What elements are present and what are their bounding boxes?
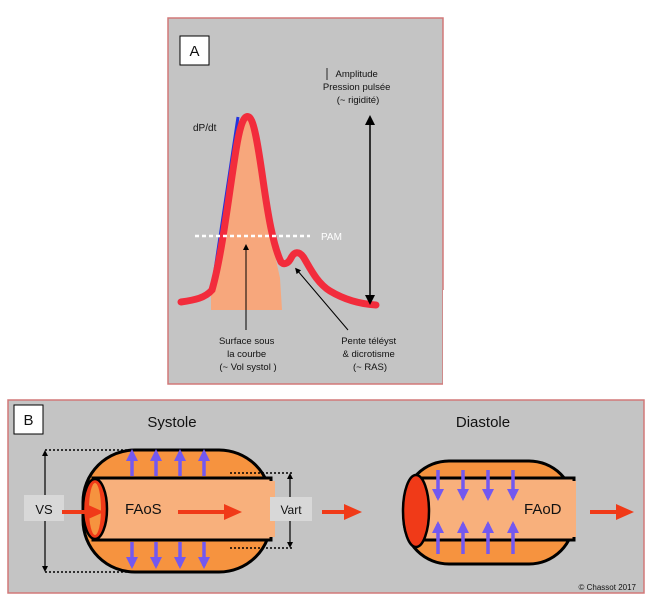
vart-box xyxy=(270,497,312,521)
surface-label: Surface sous la courbe (~ Vol systol ) xyxy=(219,336,277,373)
faos-label: FAoS xyxy=(125,501,162,518)
panel-a-background xyxy=(167,17,444,385)
diastole-title: Diastole xyxy=(456,414,510,431)
diastole-recoil-arrows xyxy=(432,470,519,554)
vs-box xyxy=(24,495,64,521)
pente-arrow xyxy=(295,267,349,331)
systole-vessel: VS Vart FAoS xyxy=(24,448,312,574)
vs-label: VS xyxy=(35,502,53,517)
pam-label: PAM xyxy=(321,232,342,243)
panel-b: B Systole Diastole VS Vart xyxy=(7,399,645,594)
panel-b-label: B xyxy=(23,412,33,429)
diastole-vessel: FAoD xyxy=(401,459,576,566)
vart-label: Vart xyxy=(280,503,302,517)
faod-label: FAoD xyxy=(524,501,562,518)
panel-a-label-box xyxy=(179,35,210,66)
area-under-curve xyxy=(211,117,282,310)
pente-label: Pente téléyst & dicrotisme (~ RAS) xyxy=(341,336,399,373)
amplitude-label: Amplitude Pression pulsée (~ rigidité) xyxy=(323,69,393,106)
systole-expansion-arrows xyxy=(126,449,210,569)
copyright: © Chassot 2017 xyxy=(579,583,637,592)
panel-b-label-box xyxy=(13,404,44,435)
dpdt-label: dP/dt xyxy=(193,123,217,134)
systole-title: Systole xyxy=(147,414,196,431)
panel-a-label: A xyxy=(189,43,199,60)
panel-a: A dP/dt PAM Amplitude Pression pulsée (~… xyxy=(167,17,455,390)
